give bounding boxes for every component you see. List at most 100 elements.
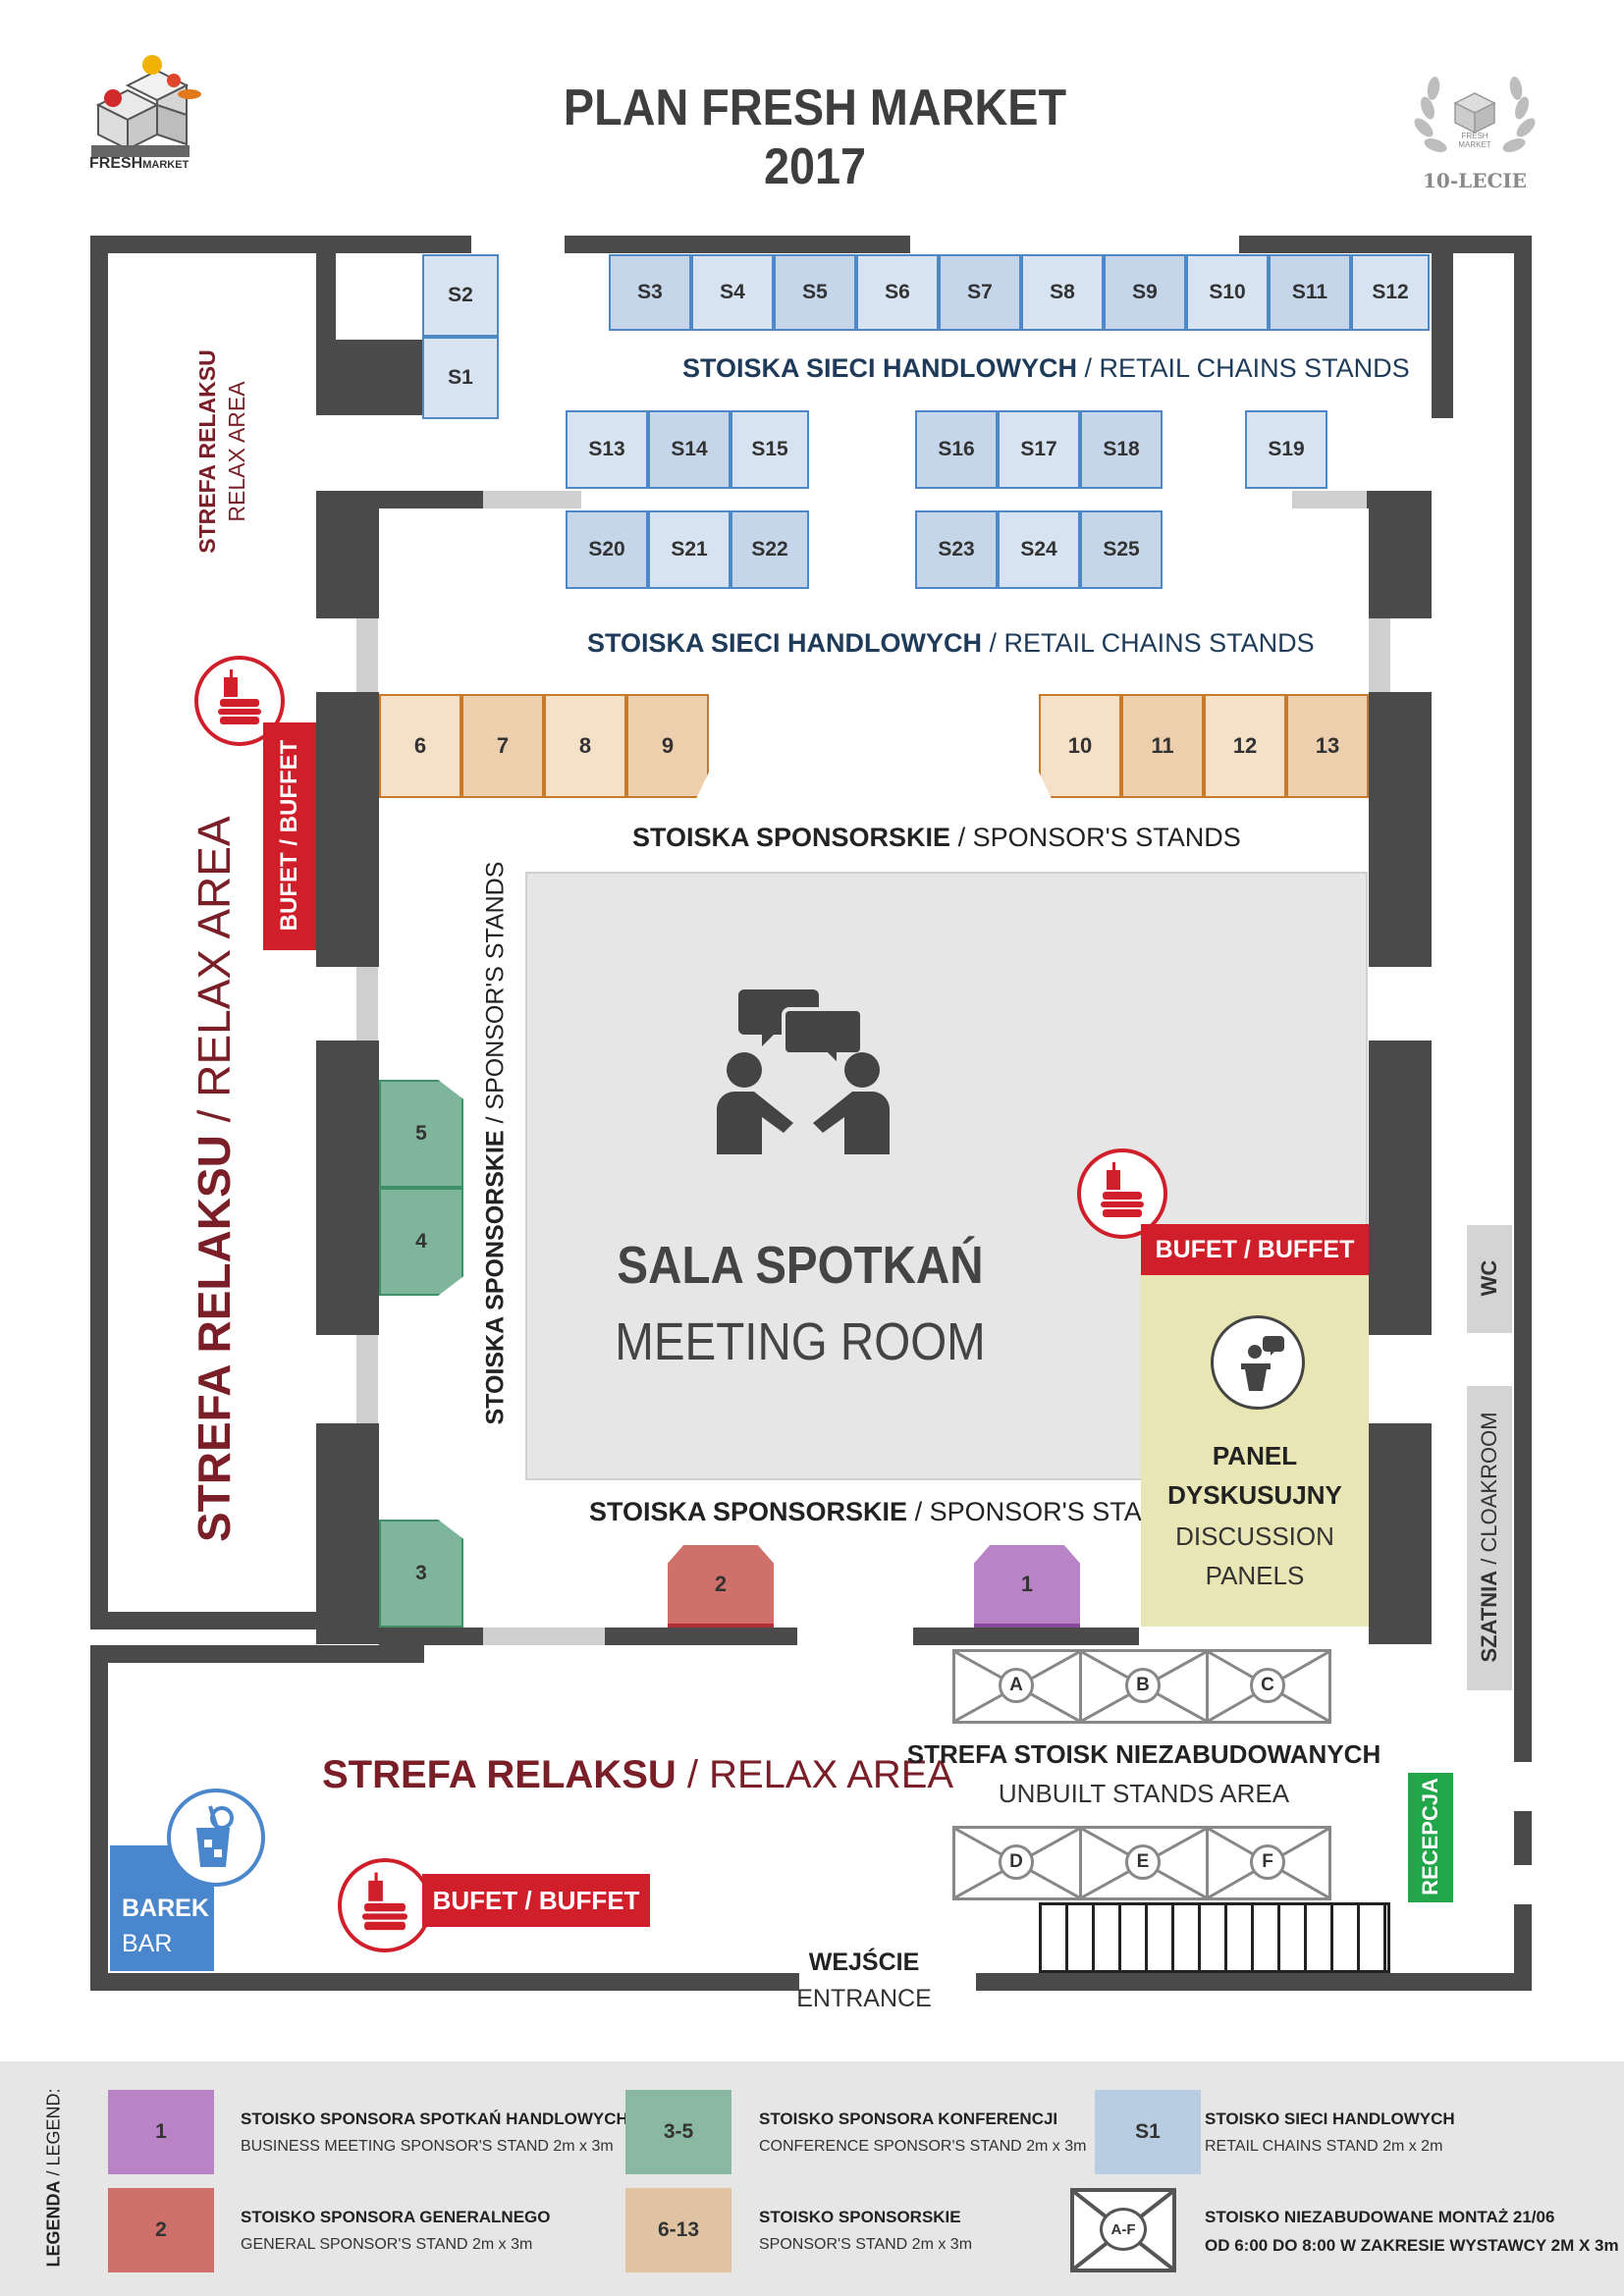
stand-s2[interactable]: S2 (422, 254, 499, 337)
cloakroom-label-en: CLOAKROOM (1477, 1412, 1501, 1553)
meeting-room[interactable] (525, 872, 1368, 1480)
stand-6[interactable]: 6 (379, 694, 461, 798)
relax-vertical-sep: / (189, 1096, 240, 1136)
unbuilt-stand-e[interactable]: E (1079, 1826, 1209, 1900)
unbuilt-stand-a[interactable]: A (952, 1649, 1082, 1724)
hall-wall-right-2 (1369, 692, 1432, 967)
legend-item-1-desc: BUSINESS MEETING SPONSOR'S STAND 2m x 3m (241, 2138, 614, 2155)
stand-s12[interactable]: S12 (1351, 254, 1430, 331)
stand-s8[interactable]: S8 (1021, 254, 1104, 331)
stand-s23[interactable]: S23 (915, 510, 998, 589)
outer-wall-right-upper (1514, 236, 1532, 1762)
stand-1[interactable]: 1 (974, 1545, 1080, 1628)
unbuilt-stand-c[interactable]: C (1206, 1649, 1331, 1724)
legend-item-5-desc: RETAIL CHAINS STAND 2m x 2m (1205, 2138, 1443, 2155)
legend-panel (0, 2061, 1624, 2296)
stand-s7[interactable]: S7 (939, 254, 1021, 331)
logo-text-fresh: FRESH (89, 155, 143, 172)
reception-area[interactable]: RECEPCJA (1408, 1773, 1453, 1902)
stand-s15[interactable]: S15 (731, 410, 809, 489)
stand-2[interactable]: 2 (668, 1545, 774, 1628)
hall-gap-left-1 (356, 618, 378, 692)
relax-bottom-pl: STREFA RELAKSU (322, 1753, 677, 1796)
logo-text-market: MARKET (142, 159, 189, 171)
legend-item-3-title: STOISKO SPONSORA KONFERENCJI (759, 2109, 1058, 2128)
stand-13[interactable]: 13 (1286, 694, 1369, 798)
meeting-room-title-en: MEETING ROOM (615, 1312, 986, 1371)
unbuilt-d-label: D (999, 1844, 1034, 1880)
stand-5[interactable]: 5 (379, 1080, 463, 1188)
legend-title-pl: LEGENDA (43, 2180, 64, 2268)
legend-swatch-3: 3-5 (625, 2090, 731, 2174)
stand-9[interactable]: 9 (626, 694, 709, 798)
stand-s5[interactable]: S5 (774, 254, 856, 331)
outer-wall-right-lower (1514, 1904, 1532, 1989)
hall-wall-bottom-2 (605, 1628, 797, 1645)
fresh-market-logo: FRESHMARKET (83, 51, 211, 179)
unbuilt-area-title-en: UNBUILT STANDS AREA (998, 1779, 1290, 1808)
meeting-room-title-pl: SALA SPOTKAŃ (617, 1236, 984, 1295)
sponsor-label-bottom: STOISKA SPONSORSKIE / SPONSOR'S STANDS (589, 1497, 1198, 1527)
hall-wall-left-3 (316, 1041, 379, 1335)
retail-label-sep: / (1077, 353, 1100, 383)
stand-s13[interactable]: S13 (566, 410, 648, 489)
reception-label: RECEPCJA (1418, 1778, 1442, 1896)
food-icon-bottom (338, 1858, 432, 1952)
stand-s1[interactable]: S1 (422, 337, 499, 419)
stand-s10[interactable]: S10 (1186, 254, 1269, 331)
stand-s19[interactable]: S19 (1245, 410, 1327, 489)
stand-s17[interactable]: S17 (998, 410, 1080, 489)
sponsor-label-sep: / (950, 823, 973, 852)
legend-swatch-6-label: A-F (1100, 2208, 1147, 2251)
legend-swatch-5: S1 (1095, 2090, 1201, 2174)
sponsor-label-pl: STOISKA SPONSORSKIE (589, 1497, 908, 1526)
unbuilt-stand-d[interactable]: D (952, 1826, 1082, 1900)
cloakroom-area[interactable]: SZATNIA / CLOAKROOM (1467, 1386, 1512, 1690)
stand-4[interactable]: 4 (379, 1188, 463, 1296)
buffet-left-text: BUFET / BUFFET (276, 739, 302, 932)
panel-title-en-1: DISCUSSION (1175, 1522, 1334, 1551)
unbuilt-a-label: A (999, 1668, 1034, 1703)
stand-s16[interactable]: S16 (915, 410, 998, 489)
wc-area[interactable]: WC (1467, 1225, 1512, 1333)
stand-s21[interactable]: S21 (648, 510, 731, 589)
relax-small-pl: STREFA RELAKSU (194, 349, 220, 554)
legend-item-3-desc: CONFERENCE SPONSOR'S STAND 2m x 3m (759, 2138, 1087, 2155)
stand-3[interactable]: 3 (379, 1520, 463, 1628)
stand-s22[interactable]: S22 (731, 510, 809, 589)
sponsor-label-pl: STOISKA SPONSORSKIE (632, 823, 951, 852)
stand-12[interactable]: 12 (1204, 694, 1286, 798)
stand-8[interactable]: 8 (544, 694, 626, 798)
unbuilt-stand-b[interactable]: B (1079, 1649, 1209, 1724)
sponsor-label-en: SPONSOR'S STANDS (972, 823, 1241, 852)
stand-s14[interactable]: S14 (648, 410, 731, 489)
unbuilt-b-label: B (1125, 1668, 1161, 1703)
retail-label-pl: STOISKA SIECI HANDLOWYCH (682, 353, 1078, 383)
unbuilt-stand-f[interactable]: F (1206, 1826, 1331, 1900)
stand-11[interactable]: 11 (1121, 694, 1204, 798)
small-room-wall-h (336, 340, 422, 415)
stand-s6[interactable]: S6 (856, 254, 939, 331)
retail-label-en: RETAIL CHAINS STANDS (1099, 353, 1410, 383)
stand-s25[interactable]: S25 (1080, 510, 1163, 589)
retail-label-en: RETAIL CHAINS STANDS (1003, 628, 1315, 658)
stand-s18[interactable]: S18 (1080, 410, 1163, 489)
hall-wall-left-2 (316, 692, 379, 967)
panel-title-en-2: PANELS (1205, 1561, 1305, 1590)
stand-s4[interactable]: S4 (691, 254, 774, 331)
inner-wall-left-strip (108, 1612, 316, 1629)
relax-vertical-pl: STREFA RELAKSU (189, 1135, 240, 1542)
stand-s24[interactable]: S24 (998, 510, 1080, 589)
stand-s20[interactable]: S20 (566, 510, 648, 589)
outer-wall-bottom-right (976, 1973, 1532, 1991)
bar-label-pl: BAREK (122, 1895, 209, 1922)
stand-s3[interactable]: S3 (609, 254, 691, 331)
sponsor-vertical-sep: / (481, 1109, 510, 1131)
legend-swatch-6: A-F (1070, 2188, 1176, 2272)
food-icon-right (1077, 1148, 1167, 1239)
hall-gap-top (483, 491, 581, 508)
stand-s11[interactable]: S11 (1269, 254, 1351, 331)
stand-7[interactable]: 7 (461, 694, 544, 798)
stand-10[interactable]: 10 (1039, 694, 1121, 798)
stand-s9[interactable]: S9 (1104, 254, 1186, 331)
